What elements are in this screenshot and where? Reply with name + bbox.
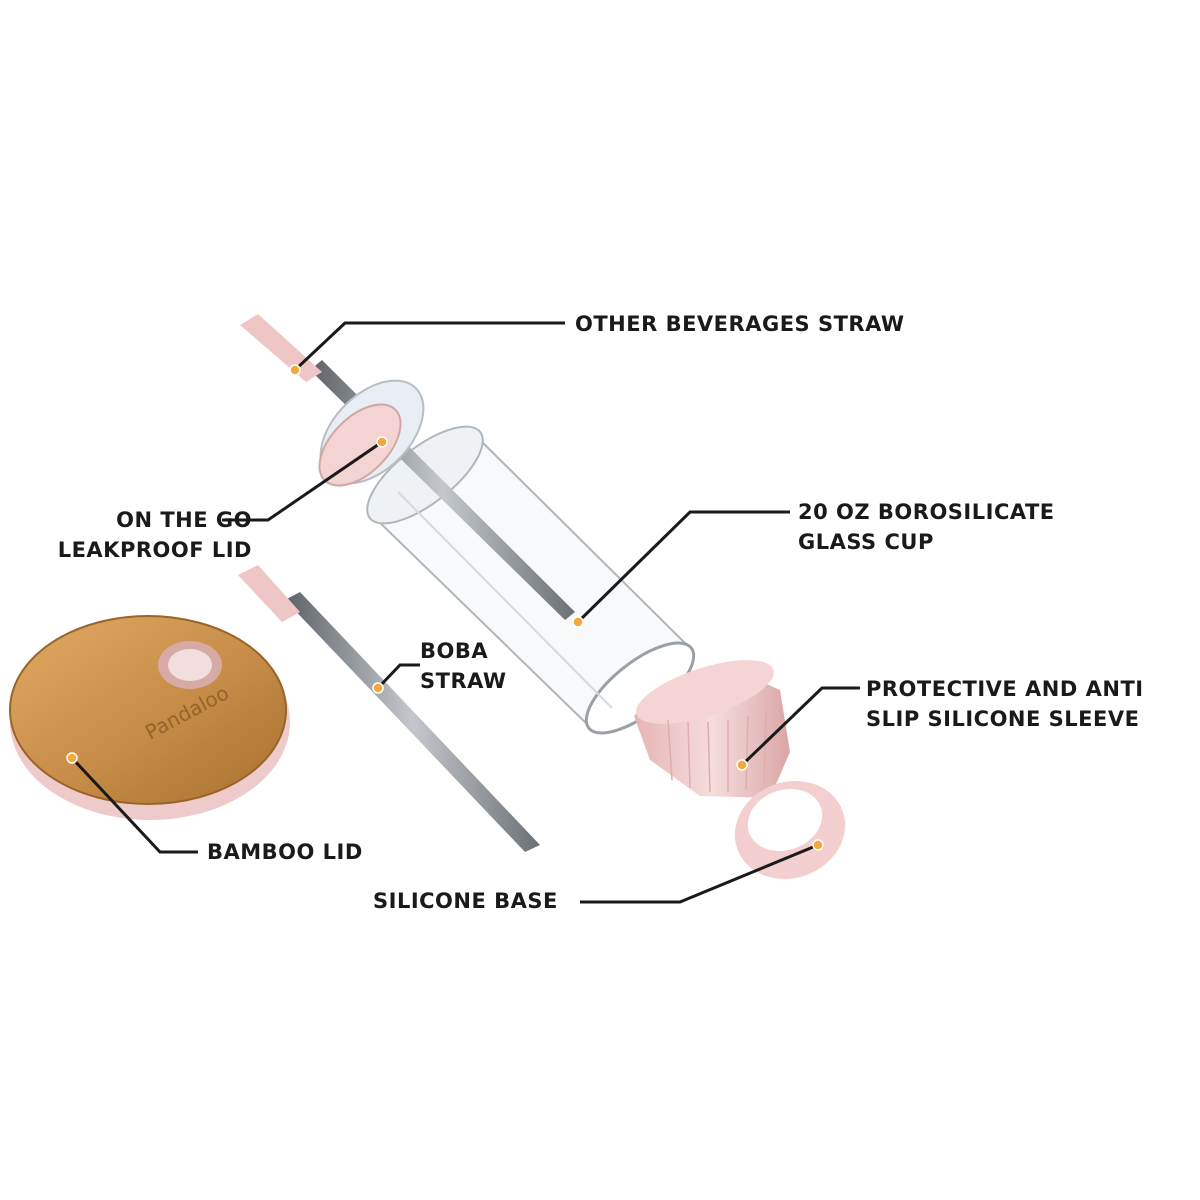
silicone-sleeve-illustration bbox=[634, 660, 790, 798]
leader-line-bamboo bbox=[70, 756, 198, 854]
callout-dot-other-straw bbox=[289, 364, 301, 376]
label-bamboo-lid: BAMBOO LID bbox=[207, 840, 363, 864]
callout-dot-base bbox=[812, 839, 824, 851]
callout-dots bbox=[66, 364, 824, 851]
callout-dot-boba bbox=[372, 682, 384, 694]
label-silicone-base: SILICONE BASE bbox=[373, 889, 558, 913]
callout-dot-lid bbox=[376, 436, 388, 448]
leader-line-lid bbox=[222, 440, 383, 522]
label-glass-cup: 20 OZ BOROSILICATE GLASS CUP bbox=[798, 500, 1055, 554]
label-boba-straw: BOBA STRAW bbox=[420, 639, 507, 693]
callout-dot-bamboo bbox=[66, 752, 78, 764]
silicone-base-illustration bbox=[734, 780, 846, 880]
leader-line-other-straw bbox=[293, 321, 565, 372]
leakproof-lid-illustration bbox=[318, 379, 425, 487]
leader-line-glass-cup bbox=[576, 510, 790, 624]
boba-straw-illustration bbox=[238, 565, 540, 852]
leader-line-boba bbox=[376, 663, 420, 690]
label-leakproof-lid: ON THE GO LEAKPROOF LID bbox=[57, 508, 252, 562]
bamboo-lid-illustration bbox=[9, 615, 290, 820]
leader-line-base bbox=[580, 843, 819, 904]
callout-dot-sleeve bbox=[736, 759, 748, 771]
label-other-beverages-straw: OTHER BEVERAGES STRAW bbox=[575, 312, 905, 336]
callout-dot-glass-cup bbox=[572, 616, 584, 628]
leader-lines bbox=[70, 321, 860, 904]
label-silicone-sleeve: PROTECTIVE AND ANTI SLIP SILICONE SLEEVE bbox=[866, 677, 1144, 731]
leader-line-sleeve bbox=[740, 686, 860, 767]
